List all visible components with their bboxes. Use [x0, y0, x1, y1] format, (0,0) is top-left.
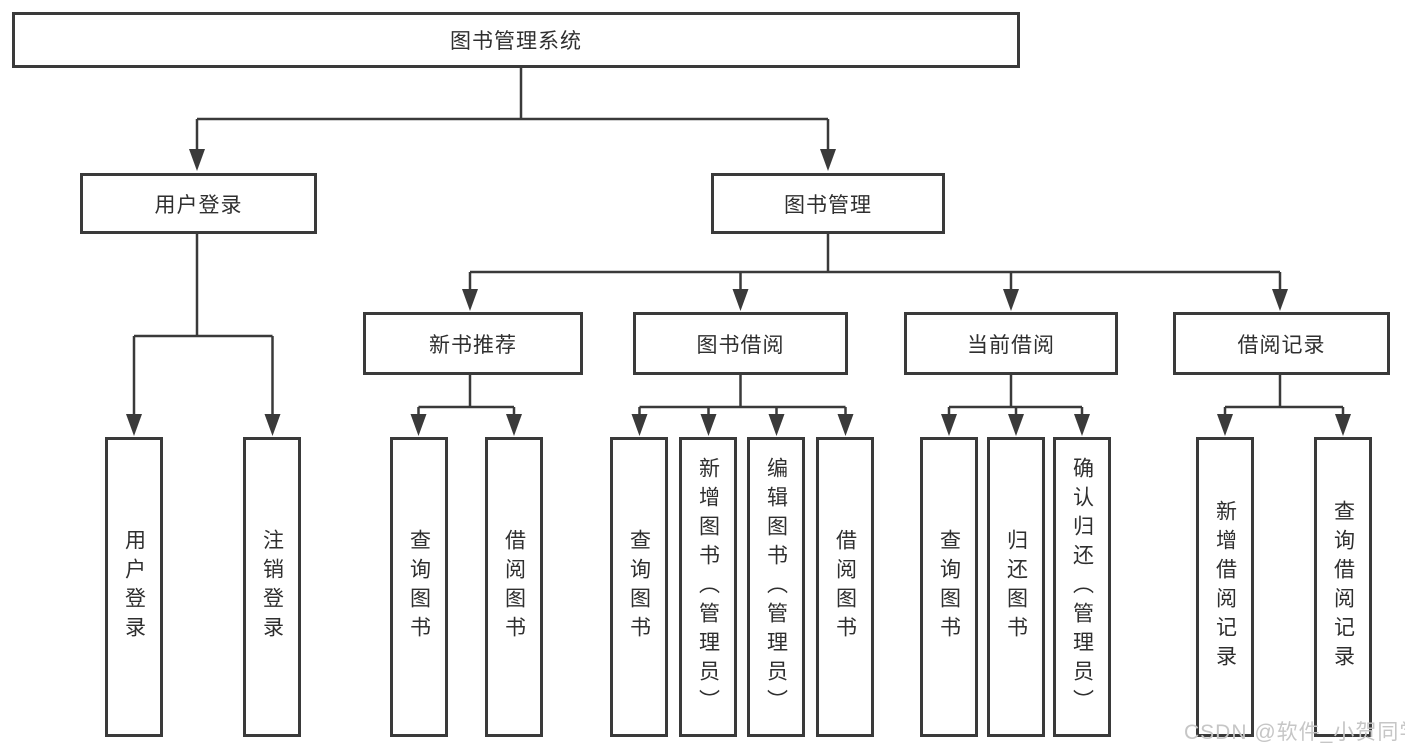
leaf-borrow-books-recommendation: 借阅图书 — [485, 437, 543, 737]
leaf-label: 查询图书 — [937, 529, 961, 645]
leaf-label: 新增图书（管理员） — [696, 456, 720, 718]
leaf-add-borrow-record: 新增借阅记录 — [1196, 437, 1254, 737]
node-book-management: 图书管理 — [711, 173, 945, 234]
leaf-query-books-recommendation: 查询图书 — [390, 437, 448, 737]
node-label: 用户登录 — [154, 193, 243, 217]
leaf-confirm-return-admin: 确认归还（管理员） — [1053, 437, 1111, 737]
leaf-label: 编辑图书（管理员） — [764, 456, 788, 718]
leaf-label: 查询图书 — [627, 529, 651, 645]
watermark: CSDN @软件_小贺同学 — [1184, 721, 1405, 744]
leaf-label: 归还图书 — [1004, 529, 1028, 645]
leaf-label: 新增借阅记录 — [1213, 500, 1237, 674]
leaf-user-login: 用户登录 — [105, 437, 163, 737]
leaf-label: 借阅图书 — [833, 529, 857, 645]
node-new-book-recommendation: 新书推荐 — [363, 312, 583, 375]
leaf-borrow-books-borrowing: 借阅图书 — [816, 437, 874, 737]
leaf-logout: 注销登录 — [243, 437, 301, 737]
leaf-label: 确认归还（管理员） — [1070, 456, 1094, 718]
leaf-label: 借阅图书 — [502, 529, 526, 645]
leaf-label: 用户登录 — [122, 529, 146, 645]
leaf-label: 注销登录 — [260, 529, 284, 645]
leaf-label: 查询借阅记录 — [1331, 500, 1355, 674]
leaf-return-books: 归还图书 — [987, 437, 1045, 737]
node-current-borrowing: 当前借阅 — [904, 312, 1118, 375]
leaf-label: 查询图书 — [407, 529, 431, 645]
node-label: 图书借阅 — [696, 333, 785, 357]
leaf-query-books-current: 查询图书 — [920, 437, 978, 737]
node-label: 借阅记录 — [1237, 333, 1326, 357]
node-library-management-system: 图书管理系统 — [12, 12, 1020, 68]
leaf-query-books-borrowing: 查询图书 — [610, 437, 668, 737]
node-label: 图书管理 — [784, 193, 872, 217]
leaf-edit-books-admin: 编辑图书（管理员） — [747, 437, 805, 737]
node-borrowing-records: 借阅记录 — [1173, 312, 1390, 375]
node-user-login: 用户登录 — [80, 173, 317, 234]
node-label: 新书推荐 — [429, 333, 517, 357]
leaf-add-books-admin: 新增图书（管理员） — [679, 437, 737, 737]
node-book-borrowing: 图书借阅 — [633, 312, 848, 375]
leaf-query-borrow-record: 查询借阅记录 — [1314, 437, 1372, 737]
node-label: 当前借阅 — [967, 333, 1055, 357]
node-label: 图书管理系统 — [450, 30, 582, 53]
